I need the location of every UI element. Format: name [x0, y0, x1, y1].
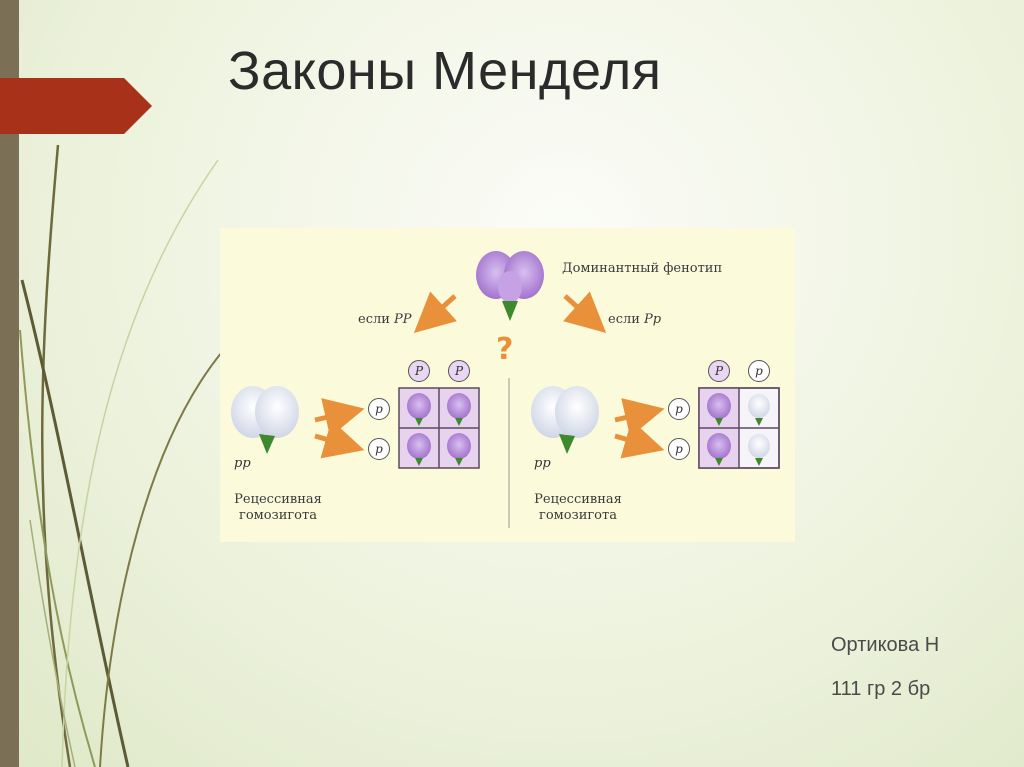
title-tab-arrow — [0, 78, 152, 134]
recessive-flower-left — [231, 386, 299, 454]
if-right-word: если — [608, 312, 645, 327]
arrow-right-diag — [563, 291, 607, 334]
right-parent-genotype: pp — [534, 456, 551, 471]
if-pp-right-label: если Pp — [608, 312, 661, 327]
recessive-flower-right — [531, 386, 599, 454]
allele-top-left-2: P — [448, 360, 470, 382]
allele-top-right-2: p — [748, 360, 770, 382]
allele-top-right-1: P — [708, 360, 730, 382]
right-caption: Рецессивная гомозигота — [532, 492, 624, 524]
dominant-phenotype-label: Доминантный фенотип — [562, 261, 723, 276]
mendel-figure: Доминантный фенотип ? если PP если Pp P … — [220, 228, 795, 542]
dominant-flower — [476, 251, 544, 321]
right-caption-line1: Рецессивная — [534, 492, 622, 507]
author-name: Ортикова Н — [831, 634, 940, 656]
allele-side-right-1: p — [668, 398, 690, 420]
group-label: 111 гр 2 бр — [831, 678, 931, 700]
if-right-genotype: Pp — [644, 312, 662, 327]
allele-side-right-2: p — [668, 438, 690, 460]
arrow-left-top — [314, 398, 365, 438]
arrow-right-bottom — [614, 419, 665, 459]
allele-side-left-2: p — [368, 438, 390, 460]
left-caption-line1: Рецессивная — [234, 492, 322, 507]
allele-top-left-1: P — [408, 360, 430, 382]
question-mark: ? — [496, 332, 514, 367]
left-caption-line2: гомозигота — [239, 508, 317, 523]
punnett-grid-right — [698, 387, 780, 469]
if-pp-label: если PP — [358, 312, 412, 327]
arrow-left-diag — [413, 291, 457, 334]
left-decor-bar — [0, 0, 19, 767]
punnett-grid-left — [398, 387, 480, 469]
if-left-word: если — [358, 312, 395, 327]
figure-drawing — [231, 251, 780, 528]
slide-title: Законы Менделя — [228, 41, 662, 101]
arrow-right-top — [614, 398, 665, 438]
left-parent-genotype: pp — [234, 456, 251, 471]
allele-side-left-1: p — [368, 398, 390, 420]
if-left-genotype: PP — [394, 312, 412, 327]
arrow-left-bottom — [314, 419, 365, 459]
right-caption-line2: гомозигота — [539, 508, 617, 523]
left-caption: Рецессивная гомозигота — [232, 492, 324, 524]
